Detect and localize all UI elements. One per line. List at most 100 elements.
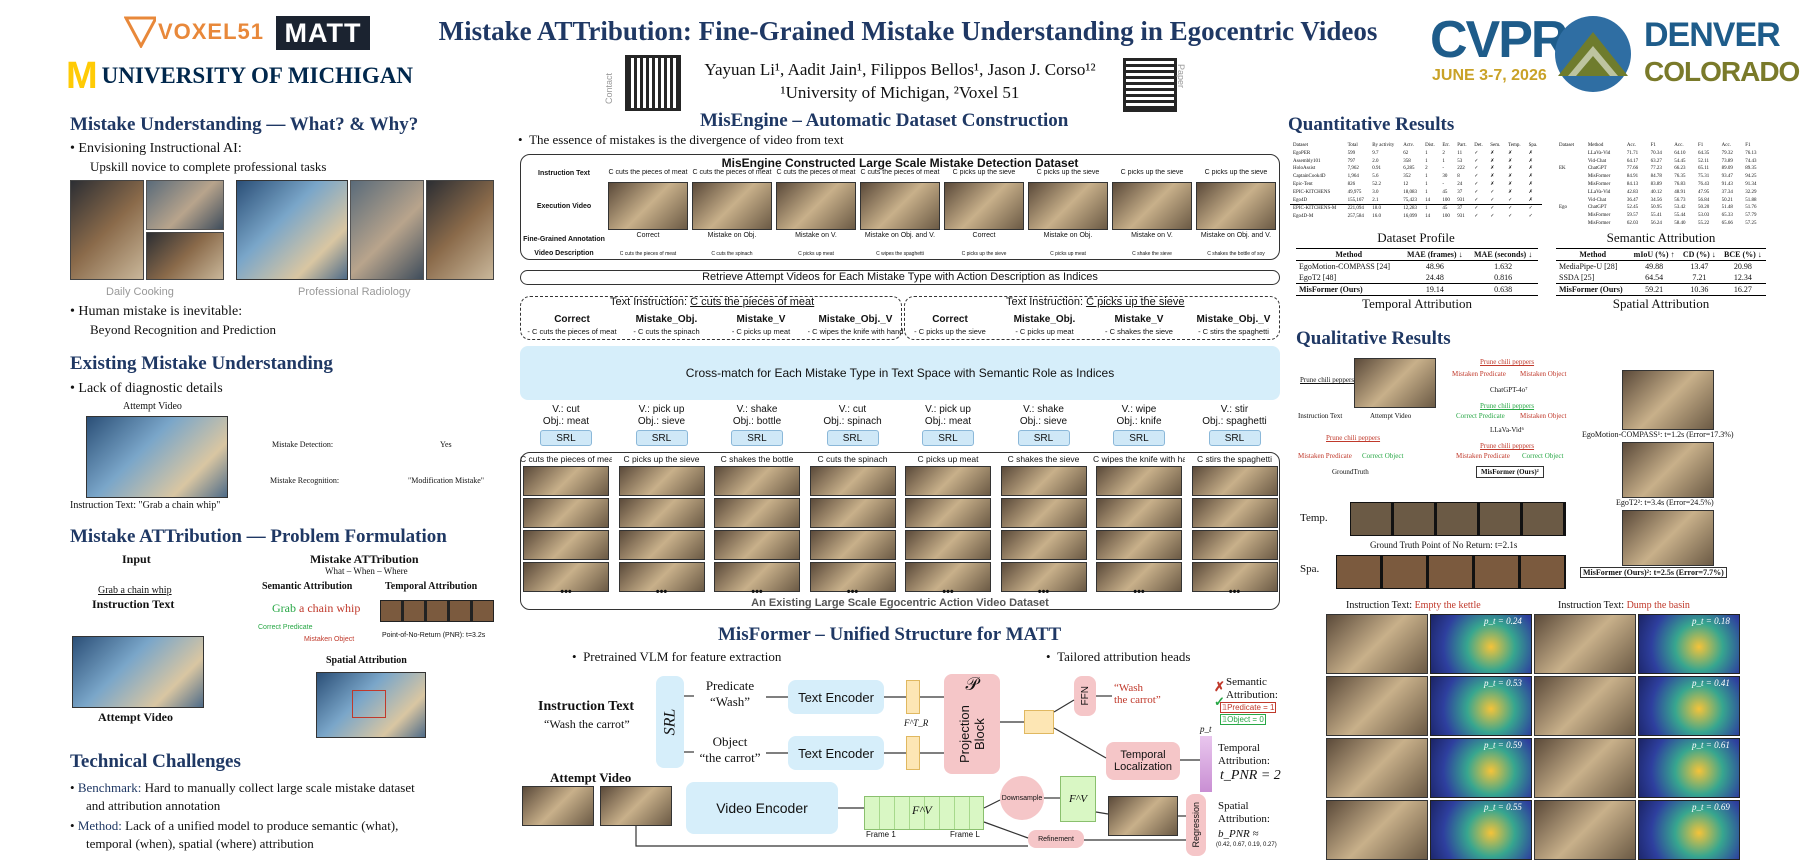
qual-prune-mid: Prune chili peppers	[1326, 434, 1381, 442]
ftr-block	[1024, 710, 1054, 734]
video-frame	[523, 466, 609, 496]
video-frame	[1191, 498, 1278, 528]
attempt-frame	[1534, 800, 1636, 860]
x-mark-icon: ✗	[1214, 679, 1225, 694]
sem-pred-out: 𝟙Predicate = 1	[1220, 702, 1277, 713]
mistake-detection-label: Mistake Detection:	[272, 440, 334, 449]
qual-mistaken-pred-1: Mistaken Predicate	[1452, 370, 1506, 378]
spatial-attr-label: Spatial Attribution	[326, 655, 407, 666]
input-label: Input	[122, 552, 151, 566]
matt-sub: What – When – Where	[325, 566, 408, 576]
row-label-video: Execution Video	[536, 203, 592, 210]
mistake-recognition-value: "Modification Mistake"	[408, 476, 485, 485]
video-caption: C cuts the spinach	[817, 454, 888, 464]
heatmap-it1: Instruction Text: Empty the kettle	[1346, 600, 1481, 611]
table-cell: 13.47	[1690, 262, 1709, 271]
qual-correct-obj-3: Correct Object	[1522, 452, 1564, 460]
dataset-video-thumb	[1112, 182, 1192, 230]
video-frame	[714, 530, 800, 560]
video-frame	[1191, 466, 1278, 496]
spatial-attr-caption: Spatial Attribution	[1612, 296, 1710, 311]
video-frame	[809, 562, 896, 592]
qual-prune-3: Prune chili peppers	[1480, 442, 1535, 450]
bullet-human-mistake: • Human mistake is inevitable:	[70, 304, 243, 319]
video-frame	[523, 530, 609, 560]
srl-chip: SRL	[635, 430, 688, 446]
dataset-annotation-cell: Mistake on Obj.	[707, 232, 757, 239]
row-label-instruction: Instruction Text	[538, 170, 590, 177]
dataset-video-thumb	[608, 182, 688, 230]
dataset-instruction-cell: C picks up the sieve	[1204, 169, 1268, 176]
qr-contact[interactable]	[625, 55, 681, 111]
srl-chip: SRL	[731, 430, 783, 446]
table-cell: 10.36	[1690, 285, 1709, 294]
radiology-photo-3	[426, 180, 494, 280]
qr-paper[interactable]	[1123, 58, 1177, 112]
qual-chatgpt: ChatGPT-4o⁷	[1490, 386, 1528, 394]
srl-object: Obj.: knife	[1116, 416, 1162, 427]
cooking-photo-2	[146, 180, 224, 230]
bullet-envisioning-sub: Upskill novice to complete professional …	[90, 159, 327, 174]
pt-label: p_t	[1200, 724, 1212, 734]
mistake-type-desc: - C wipes the knife with hand	[807, 327, 904, 336]
ellipsis-icon: •••	[1037, 586, 1050, 598]
video-caption: C picks up the sieve	[623, 454, 700, 464]
qual-llava: LLaVa-Vid⁶	[1490, 426, 1524, 434]
types-box-right	[904, 296, 1280, 340]
caption-daily-cooking: Daily Cooking	[106, 286, 174, 298]
srl-verb: V.: cut	[838, 404, 867, 415]
table-cell: MediaPipe-U [28]	[1559, 262, 1618, 271]
qual-mistaken-obj-2: Mistaken Object	[1520, 412, 1567, 420]
dataset-description-cell: C cuts the pieces of meat	[619, 251, 677, 257]
caption-professional-radiology: Professional Radiology	[298, 286, 411, 298]
spatial-attr-nums: (0.42, 0.67, 0.19, 0.27)	[1216, 842, 1277, 848]
dataset-instruction-cell: C cuts the pieces of meat	[860, 169, 940, 176]
temporal-attr-value: t_PNR = 2	[1220, 768, 1281, 783]
refinement-block: Refinement	[1028, 830, 1084, 848]
mistake-type-desc: - C picks up the sieve	[914, 327, 986, 336]
pt-bar	[1200, 736, 1212, 792]
table-header-cell: CD (%) ↓	[1682, 250, 1716, 259]
matt-label: Mistake ATTribution	[310, 552, 419, 566]
srl-verb: V.: stir	[1220, 404, 1249, 415]
fv-label: F^V	[912, 803, 932, 817]
video-frame	[1000, 498, 1087, 528]
table-cell: EgoT2 [48]	[1299, 273, 1337, 282]
table-cell: 0.816	[1494, 273, 1513, 282]
ellipsis-icon: •••	[1228, 586, 1241, 598]
spatial-attr-out: Spatial Attribution:	[1218, 800, 1270, 825]
bullet-benchmark-cont: and attribution annotation	[86, 798, 221, 813]
qual-mistaken-obj-1: Mistaken Object	[1520, 370, 1567, 378]
table-header-cell: Method	[1335, 250, 1363, 259]
video-frame	[1000, 530, 1087, 560]
dataset-annotation-cell: Mistake on V.	[1131, 232, 1173, 239]
arch-srl-block: SRL	[656, 676, 684, 768]
instruction-text-example: Instruction Text: "Grab a chain whip"	[70, 500, 221, 511]
dataset-box	[520, 154, 1280, 260]
video-frame	[618, 562, 705, 592]
temp-label: Temp.	[1300, 512, 1328, 524]
grab-chain-text: Grab a chain whip	[98, 585, 172, 596]
ellipsis-icon: •••	[1133, 586, 1145, 598]
dataset-annotation-cell: Correct	[972, 232, 996, 239]
sec-challenges-title: Technical Challenges	[70, 751, 241, 772]
mistake-recognition-label: Mistake Recognition:	[270, 476, 340, 485]
dataset-description-cell: C picks up meat	[798, 251, 834, 257]
radiology-photo-2	[350, 180, 424, 280]
radiology-photo-1	[236, 180, 348, 280]
srl-object: Obj.: meat	[542, 416, 590, 427]
attention-heatmap	[1430, 800, 1532, 860]
temporal-localization-block: Temporal Localization	[1106, 742, 1180, 780]
dataset-annotation-cell: Mistake on V.	[795, 232, 837, 239]
fv-prime-block: F^V	[1060, 776, 1096, 822]
srl-chip: SRL	[1208, 430, 1261, 446]
video-frame	[1191, 562, 1278, 592]
video-frame	[809, 498, 896, 528]
table-header-cell: MAE (seconds) ↓	[1474, 250, 1533, 259]
misengine-title: MisEngine – Automatic Dataset Constructi…	[700, 110, 1069, 131]
frame-1-label: Frame 1	[866, 830, 896, 839]
ellipsis-icon: •••	[942, 586, 954, 598]
qual-prune-1: Prune chili peppers	[1480, 358, 1535, 366]
